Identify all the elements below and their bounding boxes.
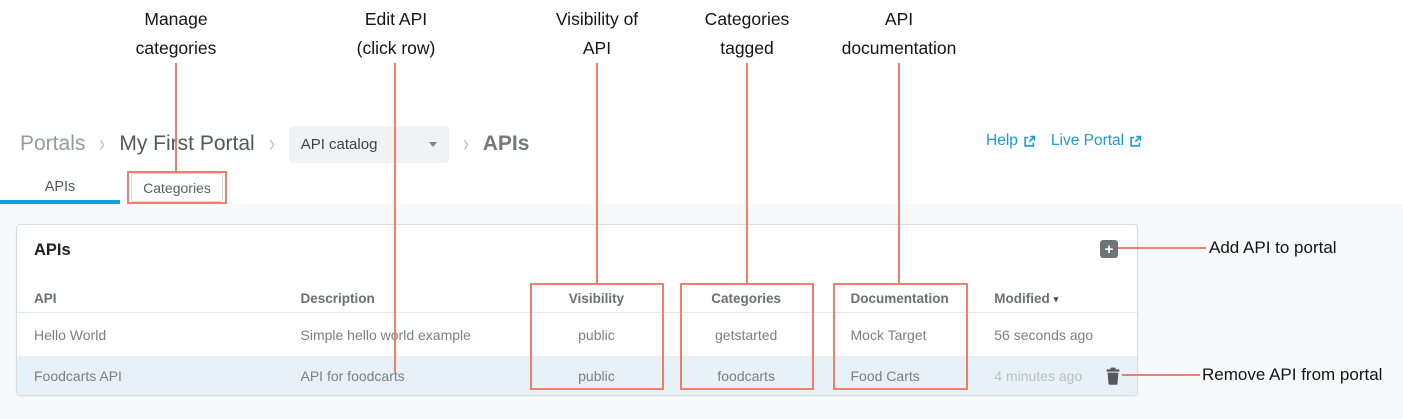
active-tab-underline	[0, 200, 120, 204]
breadcrumb: Portals › My First Portal › API catalog …	[20, 125, 529, 163]
apis-panel: APIs + API Description Visibility Catego…	[16, 224, 1138, 396]
annotation-line: tagged	[720, 38, 774, 58]
annotation-add-api: Add API to portal	[1209, 238, 1337, 257]
remove-api-button[interactable]	[1105, 367, 1121, 385]
plus-icon: +	[1104, 240, 1114, 258]
cell-api: Hello World	[34, 326, 107, 343]
chevron-right-icon: ›	[462, 130, 469, 157]
chevron-right-icon: ›	[268, 130, 275, 157]
cell-visibility: public	[578, 326, 615, 343]
annotation-line: Manage	[144, 9, 208, 29]
add-api-button[interactable]: +	[1100, 240, 1118, 258]
chevron-down-icon	[428, 141, 437, 147]
cell-modified: 4 minutes ago	[978, 367, 1137, 385]
column-header-visibility: Visibility	[568, 290, 625, 306]
trash-icon	[1106, 367, 1120, 385]
callout-line-add-api	[1118, 247, 1206, 249]
annotation-api-documentation: API documentation	[842, 5, 957, 63]
api-catalog-dropdown-value: API catalog	[300, 135, 378, 153]
annotation-remove-api: Remove API from portal	[1202, 365, 1383, 384]
cell-visibility: public	[578, 368, 615, 384]
annotation-manage-categories: Manage categories	[136, 5, 217, 63]
tab-categories[interactable]: Categories	[131, 173, 223, 202]
annotation-line: Edit API	[364, 9, 428, 29]
breadcrumb-current-apis: APIs	[482, 132, 530, 155]
annotation-categories-tagged: Categories tagged	[705, 5, 790, 63]
callout-line-visibility	[596, 63, 598, 283]
column-header-categories: Categories	[711, 290, 782, 306]
breadcrumb-portal-name[interactable]: My First Portal	[119, 132, 255, 155]
external-link-icon	[1129, 135, 1142, 148]
live-portal-link[interactable]: Live Portal	[1051, 132, 1142, 150]
column-header-documentation: Documentation	[850, 290, 949, 306]
callout-line-documentation	[898, 63, 900, 283]
annotation-line: Visibility of	[555, 9, 639, 29]
chevron-right-icon: ›	[99, 130, 106, 157]
cell-categories: getstarted	[715, 326, 778, 343]
callout-line-manage-categories	[175, 63, 177, 171]
cell-modified-label: 4 minutes ago	[994, 368, 1083, 384]
column-header-modified-label: Modified	[994, 290, 1050, 306]
help-link-label: Help	[986, 132, 1018, 149]
cell-description: API for foodcarts	[300, 368, 405, 384]
external-link-icon	[1023, 135, 1036, 148]
cell-api: Foodcarts API	[34, 368, 122, 384]
tab-apis[interactable]: APIs	[44, 179, 76, 195]
annotation-line: (click row)	[356, 38, 436, 58]
help-link[interactable]: Help	[986, 132, 1036, 150]
cell-documentation: Mock Target	[850, 326, 927, 343]
column-header-description: Description	[300, 290, 375, 306]
table-row-hello-world[interactable]: Hello World Simple hello world example p…	[17, 313, 1137, 357]
callout-line-edit-api	[394, 63, 396, 373]
annotation-line: documentation	[841, 38, 957, 58]
panel-title: APIs	[34, 241, 71, 259]
annotation-line: API	[582, 38, 612, 58]
column-header-modified[interactable]: Modified▾	[978, 291, 1137, 306]
callout-line-categories	[746, 63, 748, 283]
cell-documentation: Food Carts	[850, 368, 920, 384]
table-header-row: API Description Visibility Categories Do…	[17, 284, 1137, 313]
table-row-foodcarts[interactable]: Foodcarts API API for foodcarts public f…	[17, 357, 1137, 395]
annotation-line: Categories	[704, 9, 790, 29]
header-links: Help Live Portal	[986, 132, 1142, 150]
cell-modified: 56 seconds ago	[994, 326, 1094, 343]
annotation-edit-api: Edit API (click row)	[357, 5, 436, 63]
api-catalog-dropdown[interactable]: API catalog	[288, 125, 449, 163]
annotation-line: categories	[135, 38, 217, 58]
annotation-visibility: Visibility of API	[556, 5, 638, 63]
sort-desc-icon: ▾	[1053, 293, 1059, 304]
cell-description: Simple hello world example	[300, 326, 471, 343]
cell-categories: foodcarts	[717, 368, 775, 384]
breadcrumb-portals[interactable]: Portals	[20, 132, 86, 155]
column-header-api: API	[34, 290, 57, 306]
annotation-line: API	[884, 9, 914, 29]
live-portal-link-label: Live Portal	[1050, 132, 1125, 149]
callout-line-remove-api	[1122, 374, 1200, 376]
